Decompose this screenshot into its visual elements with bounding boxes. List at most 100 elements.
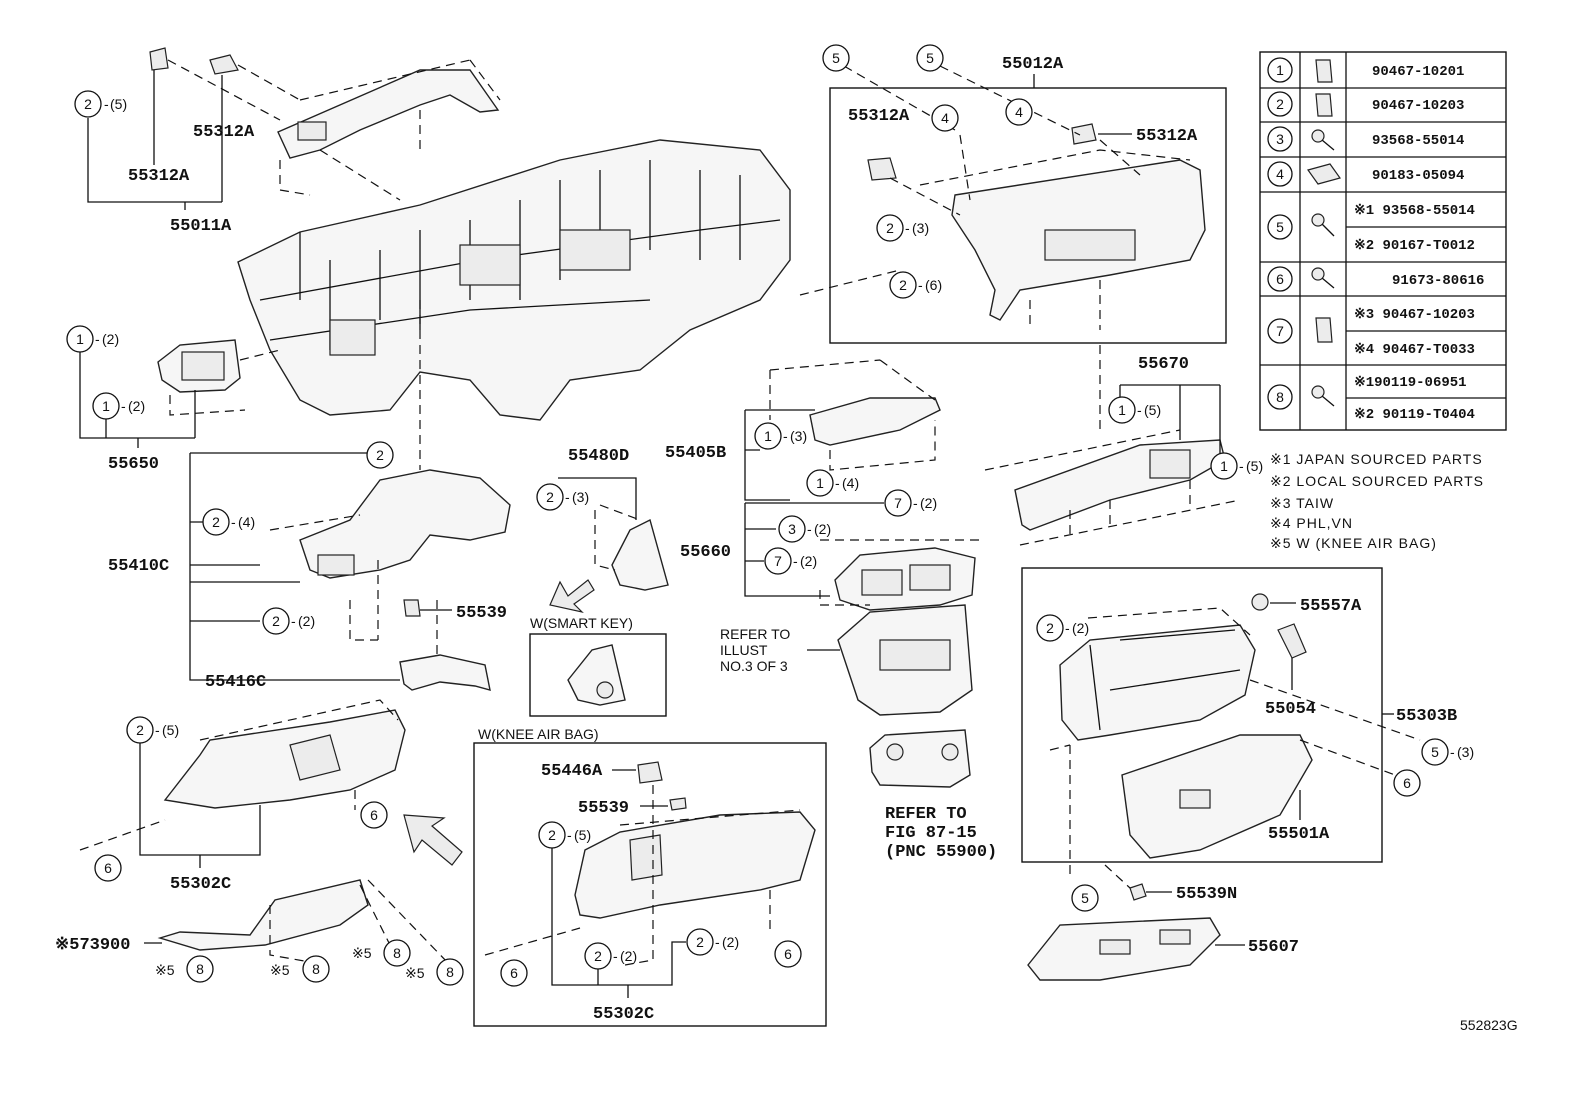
x5-d-text: ※5: [405, 965, 425, 981]
fastener-table-row-6: 6 91673-80616: [1267, 266, 1484, 292]
svg-text:2: 2: [1046, 620, 1054, 636]
callout-8-x5-a: ※5 8: [155, 955, 214, 983]
part-label-55312A-tl[interactable]: 55312A: [193, 123, 255, 142]
svg-text:2: 2: [84, 96, 92, 112]
callout-4-a: 4: [931, 104, 959, 132]
svg-text:2: 2: [376, 447, 384, 463]
callout-2-4: 2 - (4): [202, 508, 255, 536]
part-label-55480D[interactable]: 55480D: [568, 447, 629, 466]
svg-text:5: 5: [1276, 219, 1284, 235]
callout-7-2-b: 7 - (2): [764, 547, 817, 575]
fastener-part-7b: ※4 90467-T0033: [1354, 342, 1475, 358]
note-4: ※4 PHL,VN: [1270, 515, 1353, 531]
svg-text:-: -: [1239, 458, 1244, 474]
svg-text:2: 2: [594, 948, 602, 964]
glove-box-housing-drawing: [1049, 607, 1256, 880]
svg-text:-: -: [104, 96, 109, 112]
callout-2-3-b: 2 - (3): [876, 214, 929, 242]
part-label-55670[interactable]: 55670: [1138, 355, 1189, 374]
part-label-55660[interactable]: 55660: [680, 543, 731, 562]
part-label-55303B[interactable]: 55303B: [1396, 707, 1457, 726]
part-label-55405B[interactable]: 55405B: [665, 444, 726, 463]
callout-6-d: 6: [774, 940, 802, 968]
smart-key-box: [529, 633, 667, 717]
callout-2-2-d-text: (2): [1072, 620, 1089, 636]
callout-2-6: 2 - (6): [889, 271, 942, 299]
callout-1-2-a-text: (2): [102, 331, 119, 347]
fastener-table-row-8: 8 ※190119-06951 ※2 90119-T0404: [1267, 375, 1475, 423]
callout-1-5-b: 1 - (5): [1210, 452, 1263, 480]
callout-1-2-b: 1 - (2): [92, 392, 145, 420]
knee-airbag-panel-drawing: [484, 761, 816, 966]
dashboard-frame-drawing: [237, 139, 791, 421]
callout-2-5-tl-text: (5): [110, 96, 127, 112]
svg-text:-: -: [155, 722, 160, 738]
part-label-55416C[interactable]: 55416C: [205, 673, 266, 692]
fastener-table-row-5: 5 ※1 93568-55014 ※2 90167-T0012: [1267, 203, 1475, 254]
callout-5-c: 5: [1071, 884, 1099, 912]
part-label-55312A-box-r[interactable]: 55312A: [1136, 127, 1198, 146]
part-label-55557A[interactable]: 55557A: [1300, 597, 1362, 616]
refer-illust-note[interactable]: REFER TO ILLUST NO.3 OF 3: [720, 626, 790, 674]
svg-text:1: 1: [102, 398, 110, 414]
refer-illust-line-3: NO.3 OF 3: [720, 658, 788, 674]
note-3: ※3 TAIW: [1270, 495, 1334, 511]
part-label-55446A[interactable]: 55446A: [541, 762, 603, 781]
part-label-55302C-b[interactable]: 55302C: [593, 1005, 654, 1024]
svg-text:-: -: [913, 495, 918, 511]
instrument-panel-upper-right-drawing: [843, 65, 1206, 330]
part-label-55012A[interactable]: 55012A: [1002, 55, 1064, 74]
part-label-55650[interactable]: 55650: [108, 455, 159, 474]
svg-text:1: 1: [1118, 402, 1126, 418]
callout-2-2-c: 2 - (2): [686, 928, 739, 956]
part-label-55312A-box-l[interactable]: 55312A: [848, 107, 910, 126]
callout-1-5-a: 1 - (5): [1108, 396, 1161, 424]
part-label-55607[interactable]: 55607: [1248, 938, 1299, 957]
smart-key-label: W(SMART KEY): [530, 615, 633, 631]
refer-fig-line-1: REFER TO: [885, 805, 967, 824]
callout-2-4-text: (4): [238, 514, 255, 530]
callout-5-3-text: (3): [1457, 744, 1474, 760]
svg-text:2: 2: [546, 489, 554, 505]
callout-2-a: 2: [366, 441, 394, 469]
part-label-55054[interactable]: 55054: [1265, 700, 1316, 719]
damper-55054-drawing: [1277, 623, 1307, 659]
callout-6-b: 6: [94, 854, 122, 882]
svg-text:-: -: [1137, 402, 1142, 418]
callout-1-3: 1 - (3): [754, 422, 807, 450]
direction-arrow-b: [549, 579, 595, 614]
svg-text:1: 1: [1220, 458, 1228, 474]
svg-text:1: 1: [76, 331, 84, 347]
part-label-55539N[interactable]: 55539N: [1176, 885, 1237, 904]
svg-text:6: 6: [370, 807, 378, 823]
callout-5-a: 5: [822, 44, 850, 72]
panel-55405B-drawing: [769, 359, 941, 471]
callout-7-2-a-text: (2): [920, 495, 937, 511]
svg-text:-: -: [807, 521, 812, 537]
part-label-55539-b[interactable]: 55539: [578, 799, 629, 818]
part-label-573900[interactable]: ※573900: [55, 936, 130, 955]
svg-text:4: 4: [941, 110, 949, 126]
svg-text:3: 3: [1276, 131, 1284, 147]
refer-fig-line-3: (PNC 55900): [885, 843, 997, 862]
svg-text:-: -: [291, 613, 296, 629]
glove-box-group: [1021, 567, 1383, 863]
svg-text:-: -: [783, 428, 788, 444]
svg-text:1: 1: [1276, 62, 1284, 78]
callout-2-3-b-text: (3): [912, 220, 929, 236]
fastener-table: [1259, 51, 1507, 431]
fastener-part-3: 93568-55014: [1372, 133, 1464, 149]
part-label-55312A-l2[interactable]: 55312A: [128, 167, 190, 186]
part-label-55501A[interactable]: 55501A: [1268, 825, 1330, 844]
svg-text:2: 2: [696, 934, 704, 950]
svg-text:5: 5: [832, 50, 840, 66]
refer-fig-note[interactable]: REFER TO FIG 87-15 (PNC 55900): [885, 805, 997, 862]
part-label-55539-a[interactable]: 55539: [456, 604, 507, 623]
glove-box-door-drawing: [1121, 734, 1313, 859]
part-label-55410C[interactable]: 55410C: [108, 557, 169, 576]
part-label-55302C-a[interactable]: 55302C: [170, 875, 231, 894]
part-label-55011A[interactable]: 55011A: [170, 217, 232, 236]
callout-2-3-a: 2 - (3): [536, 483, 589, 511]
callout-2-5-c: 2 - (5): [538, 821, 591, 849]
svg-text:5: 5: [1081, 890, 1089, 906]
